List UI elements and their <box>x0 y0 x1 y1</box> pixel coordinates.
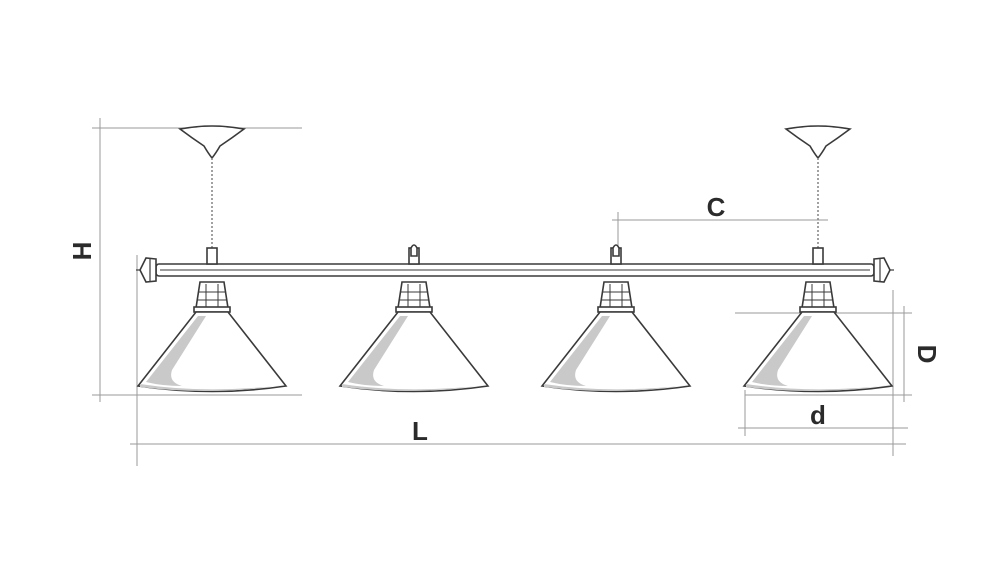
dimension-lines <box>92 118 912 466</box>
spacing-label: C <box>707 192 726 222</box>
bar-connector-cap <box>410 244 418 257</box>
height-label: H <box>67 242 97 261</box>
bar-connector-cap <box>612 244 620 257</box>
lamp-shade-3 <box>541 244 691 393</box>
ceiling-mount-left <box>178 125 246 250</box>
lamp-shade-2 <box>339 244 489 393</box>
shade-diameter-label: d <box>810 400 826 430</box>
shade-height-label: D <box>912 345 942 364</box>
finial-right <box>873 257 894 283</box>
ceiling-mount-right <box>784 125 852 250</box>
horizontal-bar <box>155 263 875 277</box>
finial-left <box>136 257 157 283</box>
length-label: L <box>412 416 428 446</box>
